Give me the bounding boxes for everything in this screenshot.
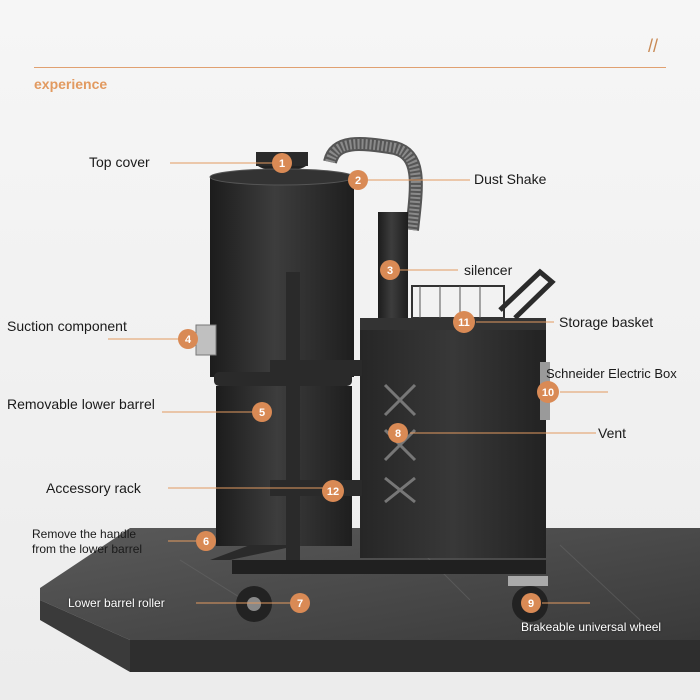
badge-2: 2 <box>348 170 368 190</box>
label-silencer: silencer <box>464 262 513 278</box>
label-storage-basket: Storage basket <box>559 314 654 330</box>
header-slashes: // <box>648 36 659 56</box>
main-barrel <box>195 152 355 546</box>
badge-4: 4 <box>178 329 198 349</box>
badge-7: 7 <box>290 593 310 613</box>
badge-11-number: 11 <box>458 317 470 329</box>
badge-1: 1 <box>272 153 292 173</box>
label-suction-component: Suction component <box>7 318 127 334</box>
badge-8-number: 8 <box>395 428 401 440</box>
badge-6-number: 6 <box>203 536 209 548</box>
badge-11: 11 <box>453 311 475 333</box>
label-schneider-electric-box: Schneider Electric Box <box>546 366 677 381</box>
badge-5: 5 <box>252 402 272 422</box>
badge-6: 6 <box>196 531 216 551</box>
badge-5-number: 5 <box>259 407 265 419</box>
label-top-cover: Top cover <box>89 154 150 170</box>
badge-1-number: 1 <box>279 158 285 170</box>
number-badges: 1 2 3 4 5 6 7 8 9 10 11 12 <box>178 153 559 613</box>
badge-3-number: 3 <box>387 265 393 277</box>
leader-lines <box>108 162 608 604</box>
badge-10: 10 <box>537 381 559 403</box>
badge-9: 9 <box>521 593 541 613</box>
label-remove-handle-line2: from the lower barrel <box>32 542 143 556</box>
badge-12-number: 12 <box>327 486 339 498</box>
control-box <box>360 318 550 558</box>
label-lower-barrel-roller: Lower barrel roller <box>68 596 165 610</box>
storage-basket-frame <box>411 268 556 320</box>
badge-8: 8 <box>388 423 408 443</box>
badge-10-number: 10 <box>542 387 554 399</box>
badge-7-number: 7 <box>297 598 303 610</box>
header-word: experience <box>34 76 108 92</box>
label-accessory-rack: Accessory rack <box>46 480 141 496</box>
label-vent: Vent <box>598 425 627 441</box>
label-dust-shake: Dust Shake <box>474 171 547 187</box>
hose <box>323 137 423 231</box>
label-remove-handle-line1: Remove the handle <box>32 527 137 541</box>
label-removable-lower-barrel: Removable lower barrel <box>7 396 155 412</box>
badge-9-number: 9 <box>528 598 534 610</box>
badge-12: 12 <box>322 480 344 502</box>
label-brakeable-universal-wheel: Brakeable universal wheel <box>521 620 662 634</box>
badge-4-number: 4 <box>185 334 192 346</box>
header-rule <box>34 67 666 68</box>
badge-3: 3 <box>380 260 400 280</box>
badge-2-number: 2 <box>355 175 361 187</box>
